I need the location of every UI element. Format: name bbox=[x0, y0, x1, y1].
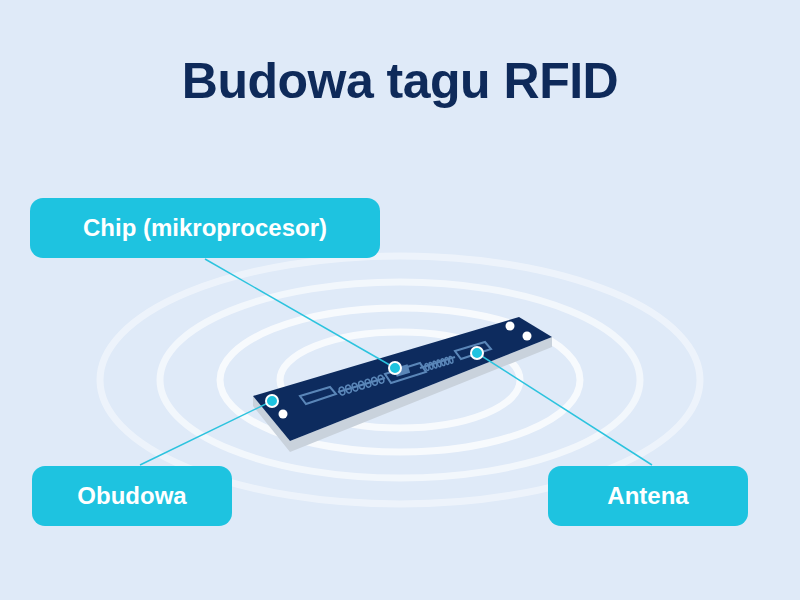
callout-dot bbox=[266, 347, 483, 407]
callout-label: Obudowa bbox=[77, 482, 186, 510]
tag-housing bbox=[253, 317, 552, 441]
callout-box: Chip (mikroprocesor) bbox=[30, 198, 380, 258]
antenna-trace bbox=[300, 342, 491, 404]
mount-hole bbox=[523, 332, 532, 341]
callout-box: Antena bbox=[548, 466, 748, 526]
mount-hole bbox=[279, 410, 288, 419]
callout-label: Chip (mikroprocesor) bbox=[83, 214, 327, 242]
callout-box: Obudowa bbox=[32, 466, 232, 526]
diagram-title: Budowa tagu RFID bbox=[0, 52, 800, 110]
mount-hole bbox=[506, 322, 515, 331]
callout-label: Antena bbox=[607, 482, 688, 510]
antenna-coil bbox=[338, 356, 453, 396]
leader-line bbox=[140, 259, 652, 465]
